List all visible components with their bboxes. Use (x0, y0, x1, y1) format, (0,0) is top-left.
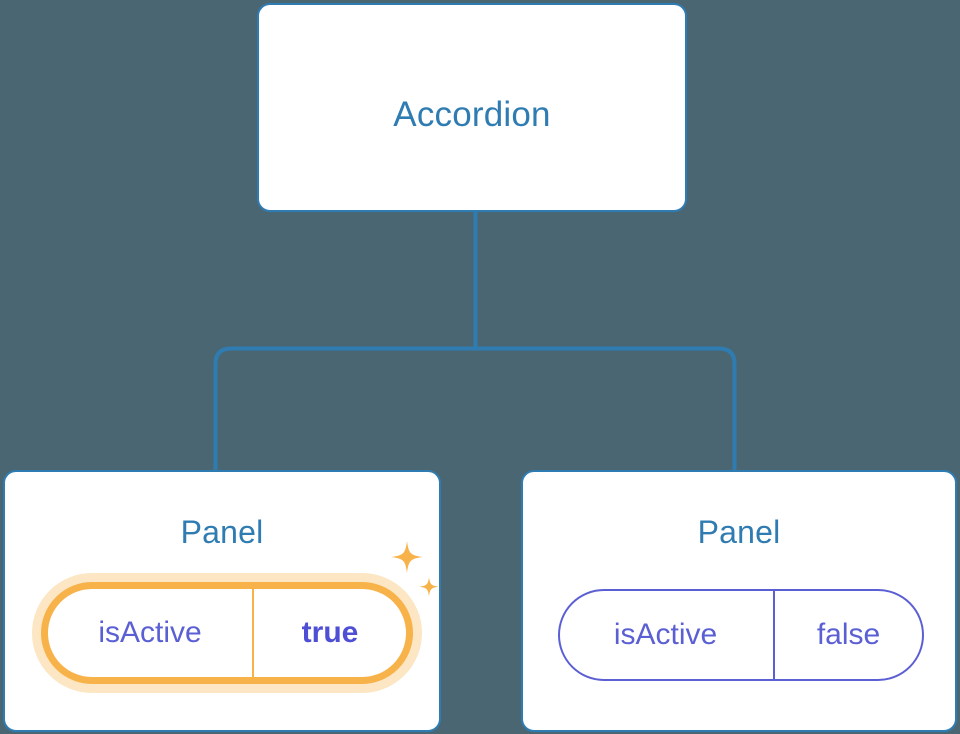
node-panel-active-title: Panel (180, 514, 264, 550)
prop-pill-isactive-false[interactable]: isActive false (558, 589, 924, 681)
node-panel-inactive-title: Panel (697, 514, 781, 550)
node-panel-active[interactable]: Panel isActive true (3, 470, 441, 732)
prop-value: true (301, 616, 359, 649)
prop-pill-isactive-true[interactable]: isActive true (41, 582, 413, 684)
prop-value: false (816, 618, 881, 651)
prop-key: isActive (560, 591, 775, 679)
node-accordion-title: Accordion (393, 95, 551, 134)
node-accordion[interactable]: Accordion (257, 3, 687, 212)
connector-branch (213, 346, 737, 471)
prop-key: isActive (48, 589, 254, 677)
node-panel-inactive[interactable]: Panel isActive false (521, 470, 957, 732)
